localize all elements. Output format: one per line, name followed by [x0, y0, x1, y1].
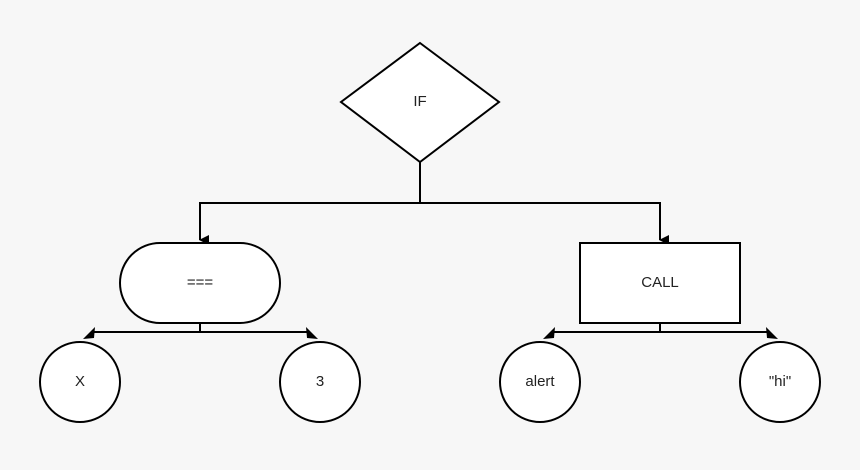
connector-if-branches	[199, 162, 669, 245]
arrowhead-x	[83, 327, 95, 339]
if-label: IF	[413, 93, 426, 110]
call-label: CALL	[641, 274, 679, 291]
call-node: CALL	[579, 242, 741, 324]
x-node: X	[39, 341, 121, 423]
edge-if-to-call	[420, 202, 669, 245]
three-label: 3	[316, 373, 324, 390]
hi-label: "hi"	[769, 373, 791, 390]
three-circle	[279, 341, 361, 423]
alert-label: alert	[525, 373, 555, 390]
connector-call-branches	[552, 323, 770, 333]
arrowhead-three	[306, 327, 318, 339]
alert-circle	[499, 341, 581, 423]
equals-shape	[119, 242, 281, 324]
arrowhead-alert	[543, 327, 555, 339]
call-shape	[579, 242, 741, 324]
alert-node: alert	[499, 341, 581, 423]
hi-circle	[739, 341, 821, 423]
arrowhead-hi	[766, 327, 778, 339]
connector-equals-branches	[92, 323, 310, 333]
if-diamond-shape	[339, 41, 501, 164]
three-node: 3	[279, 341, 361, 423]
equals-label: ===	[187, 274, 214, 291]
x-label: X	[75, 373, 85, 390]
x-circle	[39, 341, 121, 423]
hi-node: "hi"	[739, 341, 821, 423]
edge-if-to-equals	[199, 202, 420, 245]
equals-node: ===	[119, 242, 281, 324]
if-node: IF	[339, 41, 501, 164]
